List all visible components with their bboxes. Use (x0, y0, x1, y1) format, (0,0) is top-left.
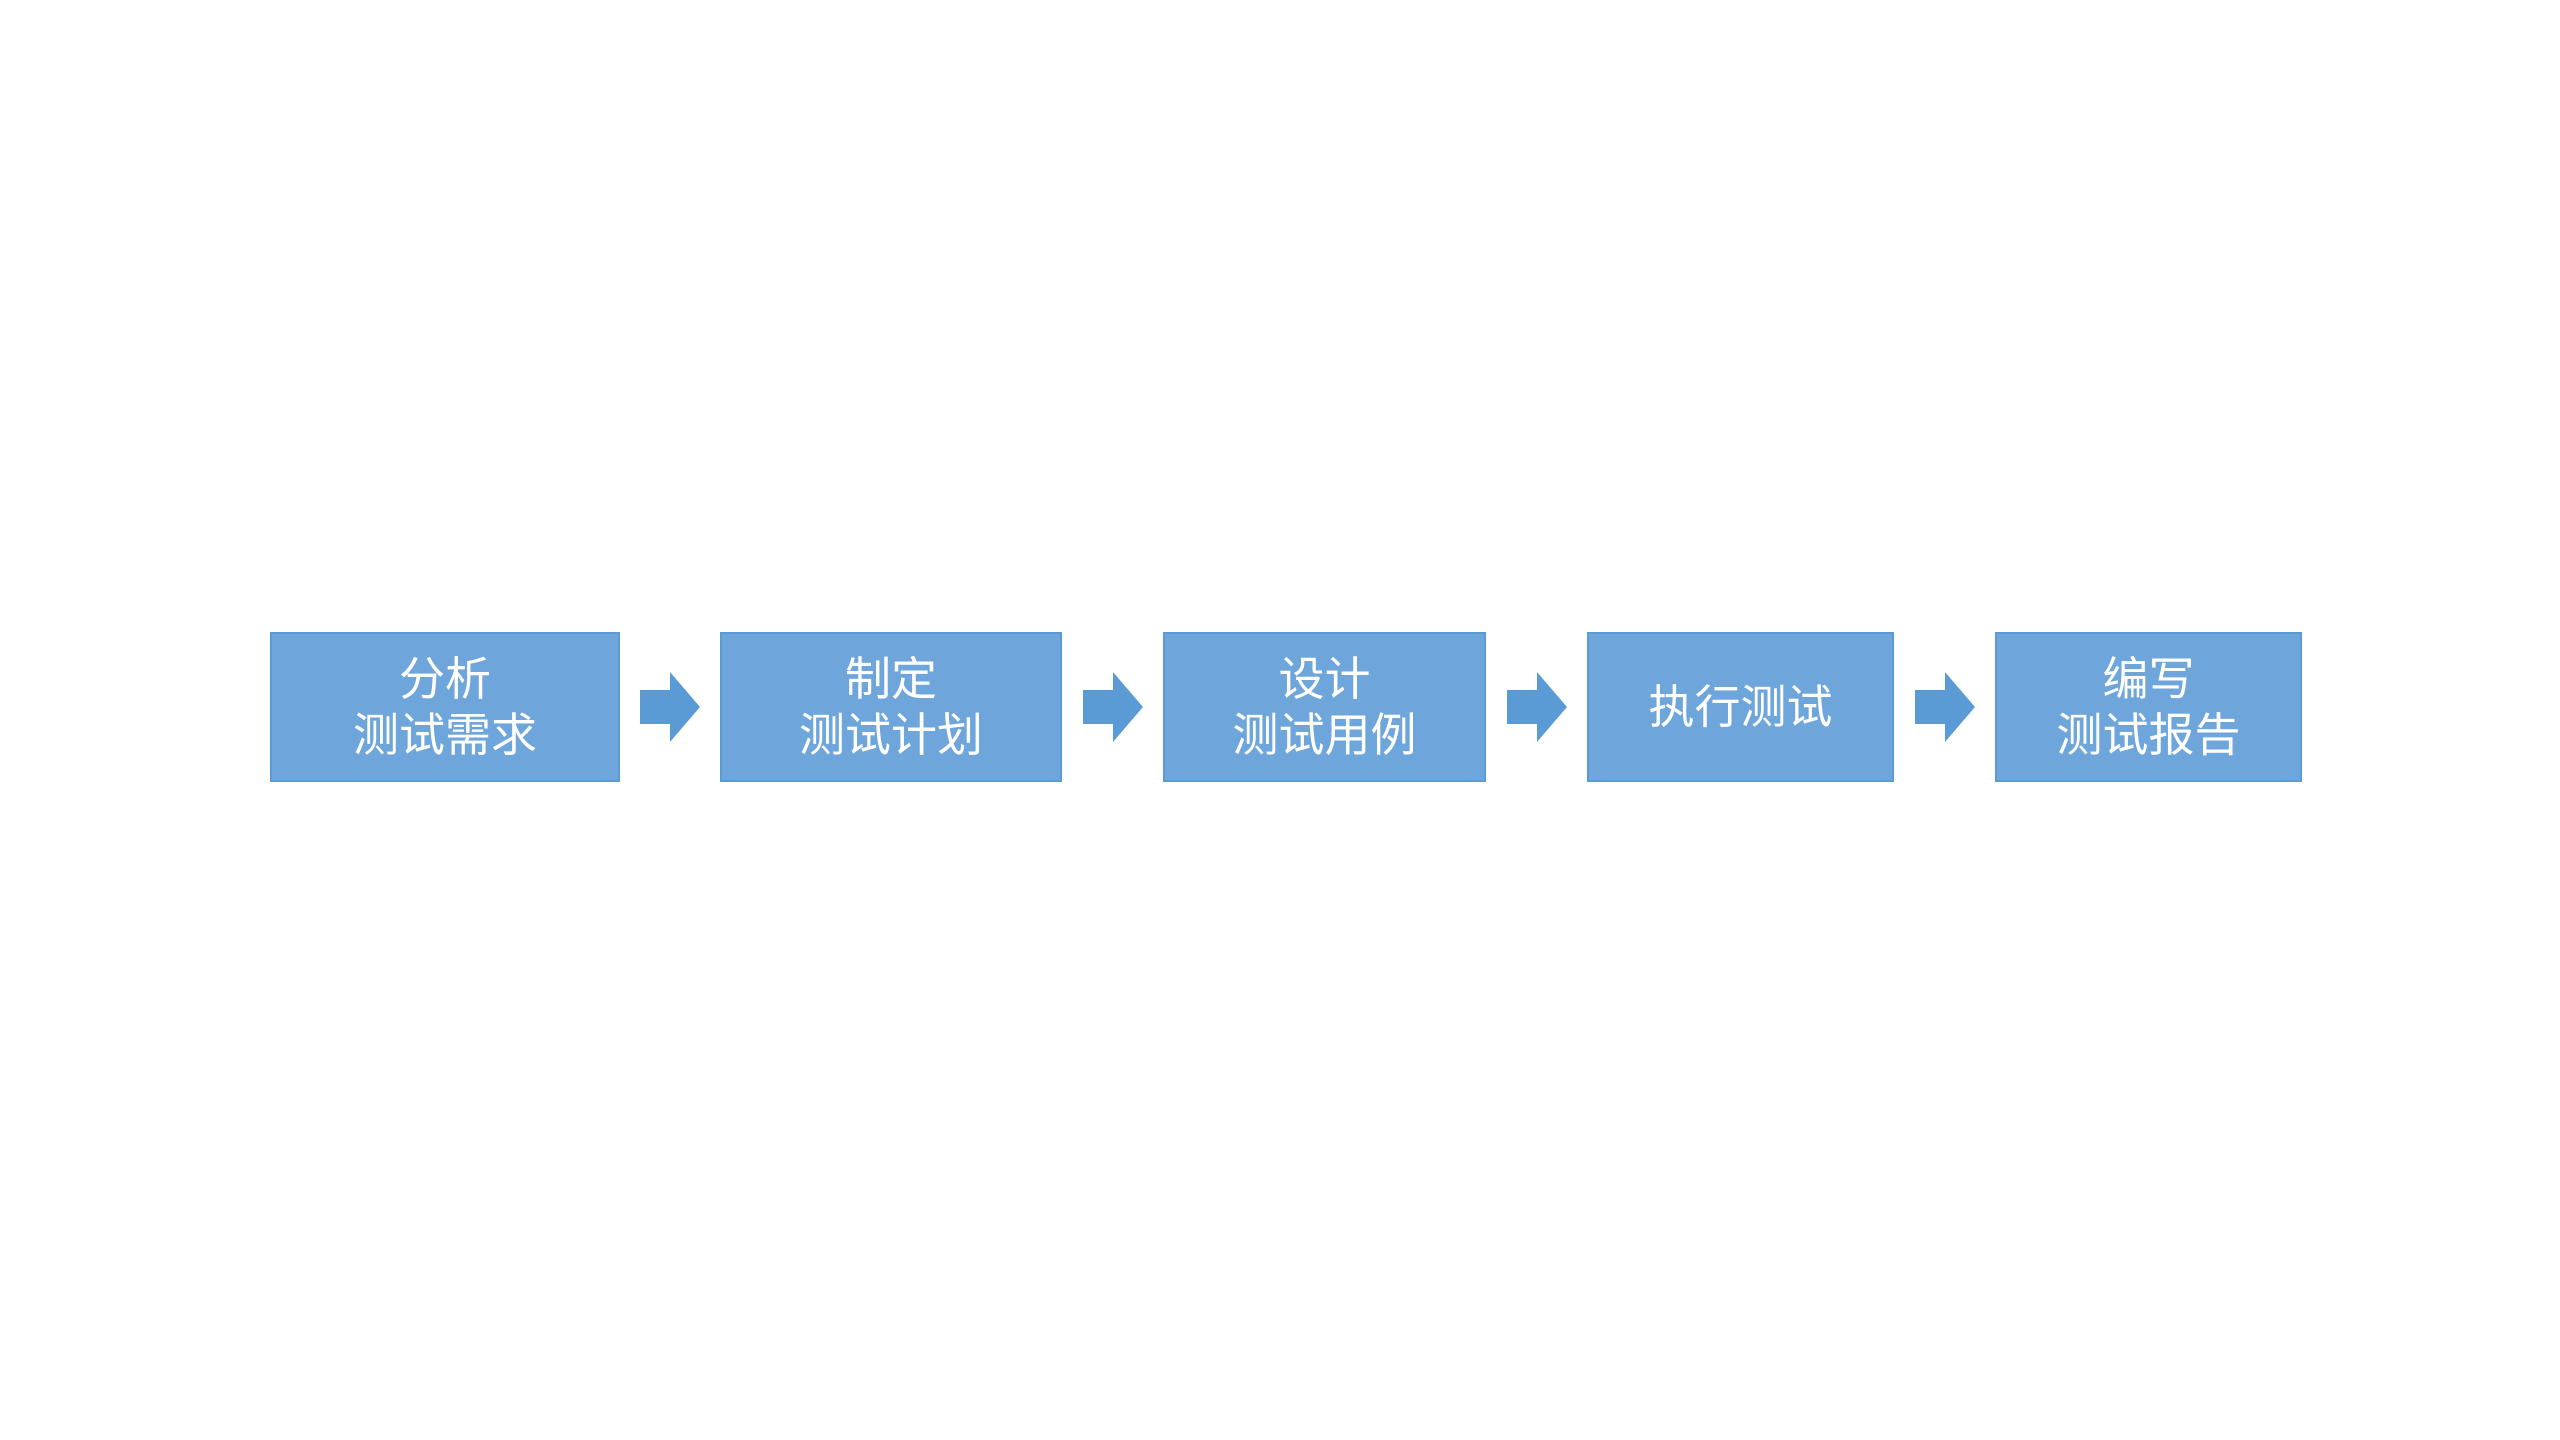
step-design-cases: 设计 测试用例 (1163, 632, 1486, 782)
step-line-1: 制定 (845, 652, 937, 706)
right-arrow-icon (1915, 672, 1975, 742)
step-write-report: 编写 测试报告 (1995, 632, 2302, 782)
step-line-1: 编写 (2102, 652, 2195, 706)
right-arrow-icon (1083, 672, 1143, 742)
step-analyze-requirements: 分析 测试需求 (270, 632, 620, 782)
step-line-1: 执行测试 (1648, 680, 1833, 734)
step-line-2: 测试需求 (353, 708, 537, 762)
step-line-2: 测试计划 (799, 708, 983, 762)
step-make-plan: 制定 测试计划 (720, 632, 1062, 782)
step-execute-tests: 执行测试 (1587, 632, 1894, 782)
step-line-2: 测试用例 (1232, 708, 1417, 762)
right-arrow-icon (640, 672, 700, 742)
step-line-2: 测试报告 (2056, 708, 2241, 762)
step-line-1: 设计 (1278, 652, 1371, 706)
right-arrow-icon (1507, 672, 1567, 742)
step-line-1: 分析 (399, 652, 491, 706)
